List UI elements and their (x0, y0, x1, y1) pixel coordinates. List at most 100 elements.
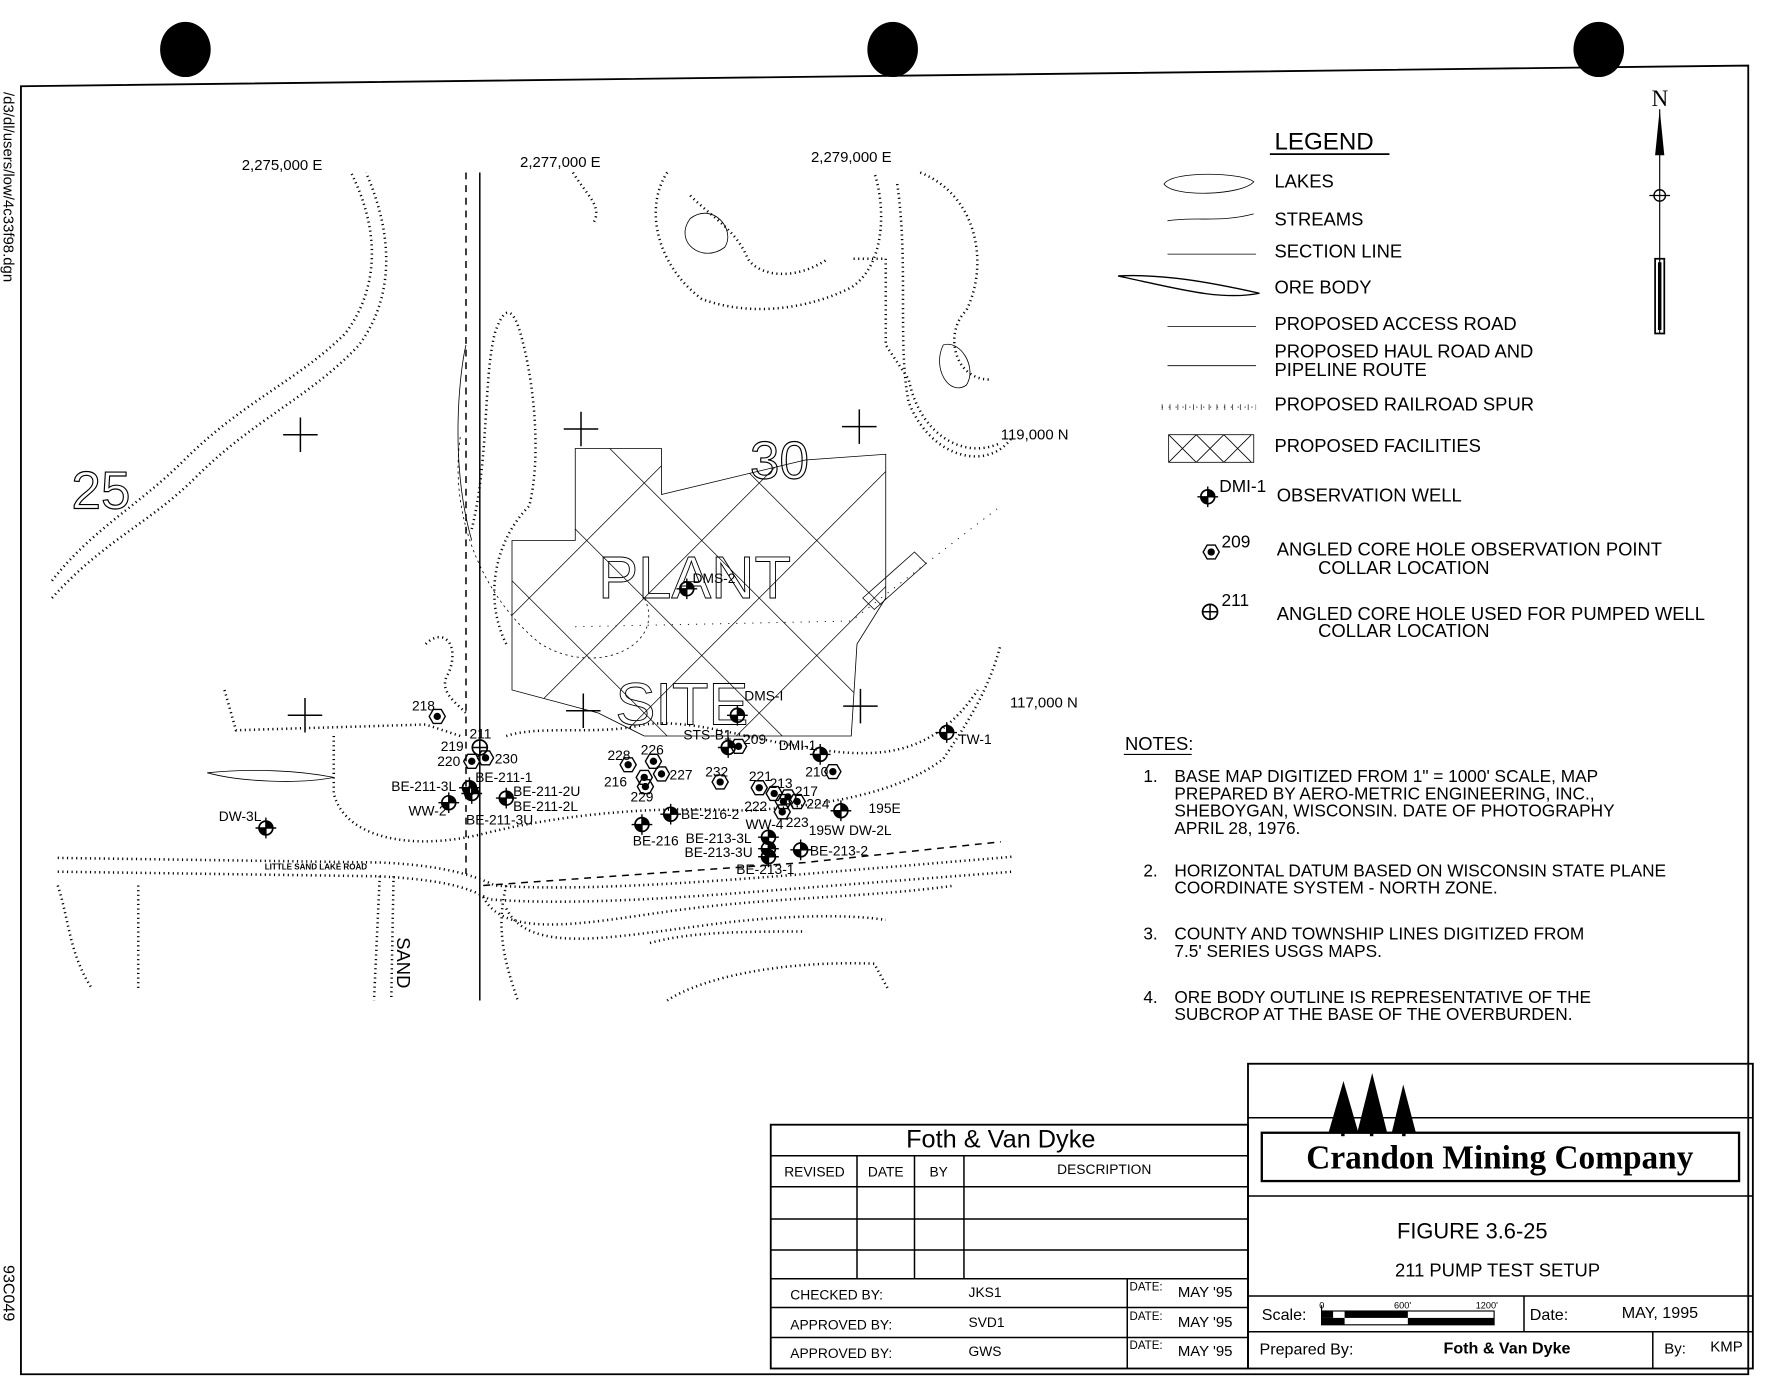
ore-body-outline (457, 436, 650, 659)
core-observation-point-marker-icon (635, 769, 654, 786)
note-line: BASE MAP DIGITIZED FROM 1" = 1000' SCALE… (1174, 766, 1598, 786)
scale-bar-icon (1321, 1305, 1495, 1326)
contour-line (51, 171, 388, 599)
proposed-facilities-plant-site: PLANT SITE (511, 448, 1002, 738)
road-label: SAND (393, 937, 414, 988)
note-number: 2. (1143, 860, 1157, 880)
stream-symbol-icon (1167, 213, 1254, 222)
plant-label: PLANT (598, 544, 791, 611)
sand-road (372, 876, 382, 1001)
legend-label: ORE BODY (1274, 276, 1371, 297)
sheet-border (20, 64, 1750, 1376)
date-value: MAY, 1995 (1622, 1304, 1698, 1322)
well-label: BE-211-3U (466, 813, 533, 828)
observation-well-marker-icon (936, 722, 958, 743)
legend-label: COLLAR LOCATION (1318, 620, 1489, 641)
section-number: 30 (750, 431, 809, 490)
observation-well-marker-icon (438, 792, 460, 814)
well-label: DMI-1 (779, 738, 817, 753)
file-path-label: /d3/dl/users/low/4c33f98.dgn (0, 92, 17, 282)
north-label: N (1652, 86, 1669, 111)
scale-tick: 1200' (1476, 1301, 1498, 1311)
firm-name: Foth & Van Dyke (906, 1126, 1095, 1154)
scale-tick: 0 (1319, 1301, 1324, 1311)
well-label: BE-211-2L (513, 799, 578, 814)
core-point-symbol-icon (1202, 544, 1221, 560)
well-label: 226 (641, 742, 664, 757)
well-label: 219 (441, 739, 464, 754)
core-observation-point-marker-icon (824, 763, 842, 780)
northing-label: 117,000 N (1010, 694, 1078, 711)
well-label: DMS-I (744, 688, 783, 703)
section-line (483, 841, 1001, 887)
little-sand-lake-road (57, 870, 1013, 903)
binder-hole (160, 21, 211, 78)
contour-line (654, 171, 883, 311)
well-label: 221 (749, 769, 772, 784)
note-line: 7.5' SERIES USGS MAPS. (1174, 941, 1382, 961)
core-observation-point-marker-icon (476, 750, 495, 766)
observation-well-marker-icon (495, 787, 517, 809)
contour-line (895, 183, 1014, 458)
note-line: APRIL 28, 1976. (1174, 818, 1300, 838)
well-label: 209 (743, 732, 766, 747)
ore-body-symbol-icon (1117, 274, 1260, 297)
figure-number: FIGURE 3.6-25 (1397, 1219, 1548, 1244)
approver-initials: JKS1 (969, 1285, 1002, 1300)
pumped-well-symbol-icon (1201, 603, 1219, 621)
well-label: BE-211-1 (475, 770, 532, 785)
observation-well-marker-icon (809, 744, 831, 765)
binder-hole (1573, 21, 1625, 78)
core-observation-point-marker-icon (729, 738, 748, 755)
legend-label: PROPOSED RAILROAD SPUR (1274, 394, 1534, 415)
contour-line (919, 171, 990, 381)
well-label: 224 (806, 796, 829, 811)
figure-title: 211 PUMP TEST SETUP (1395, 1260, 1600, 1281)
approval-date-label: DATE: (1130, 1281, 1163, 1293)
well-label: 223 (786, 815, 809, 830)
lake-outline (207, 770, 334, 782)
observation-well-marker-icon (255, 817, 277, 839)
contour-line (505, 689, 979, 755)
well-label: BE-213-3L (686, 831, 752, 846)
well-label: BE-213-1 (736, 862, 794, 877)
legend-label: PROPOSED FACILITIES (1274, 435, 1480, 456)
well-label: 216 (604, 775, 627, 790)
facilities-symbol-icon (1168, 434, 1255, 463)
core-observation-point-marker-icon (636, 778, 655, 795)
contour-line (666, 962, 890, 1002)
legend-label: COLLAR LOCATION (1318, 557, 1489, 578)
company-logo-trees-icon (1328, 1072, 1416, 1137)
observation-well-icon (1197, 486, 1219, 508)
well-label: 195W (809, 823, 845, 838)
well-label: TW-1 (958, 732, 991, 747)
observation-well-marker-icon (676, 578, 698, 600)
well-label: 228 (607, 748, 630, 763)
well-label: BE-211-2U (513, 784, 580, 799)
well-label: 218 (412, 699, 435, 714)
observation-well-marker-icon (631, 814, 653, 835)
well-label: 213 (770, 776, 793, 791)
note-line: HORIZONTAL DATUM BASED ON WISCONSIN STAT… (1174, 860, 1666, 880)
facility-outline (862, 551, 927, 611)
well-label: 222 (744, 799, 767, 814)
contour-line (649, 930, 806, 945)
base-map: LITTLE SAND LAKE ROAD SAND PLANT SITE 2,… (51, 149, 1078, 1002)
binder-holes (160, 21, 1625, 78)
observation-well-marker-icon (660, 803, 682, 825)
approval-date: MAY '95 (1178, 1284, 1233, 1301)
binder-hole (867, 21, 918, 78)
legend-tag: 209 (1222, 531, 1251, 551)
approval-date: MAY '95 (1178, 1314, 1233, 1331)
well-label: 195E (869, 801, 901, 816)
company-name: Crandon Mining Company (1306, 1139, 1693, 1176)
legend-title: LEGEND (1274, 129, 1373, 156)
contour-line (56, 885, 94, 990)
prepared-by-value: Foth & Van Dyke (1444, 1340, 1571, 1358)
core-observation-point-marker-icon (428, 708, 447, 725)
contour-line (332, 643, 1002, 843)
well-label: DW-2L (849, 823, 892, 838)
